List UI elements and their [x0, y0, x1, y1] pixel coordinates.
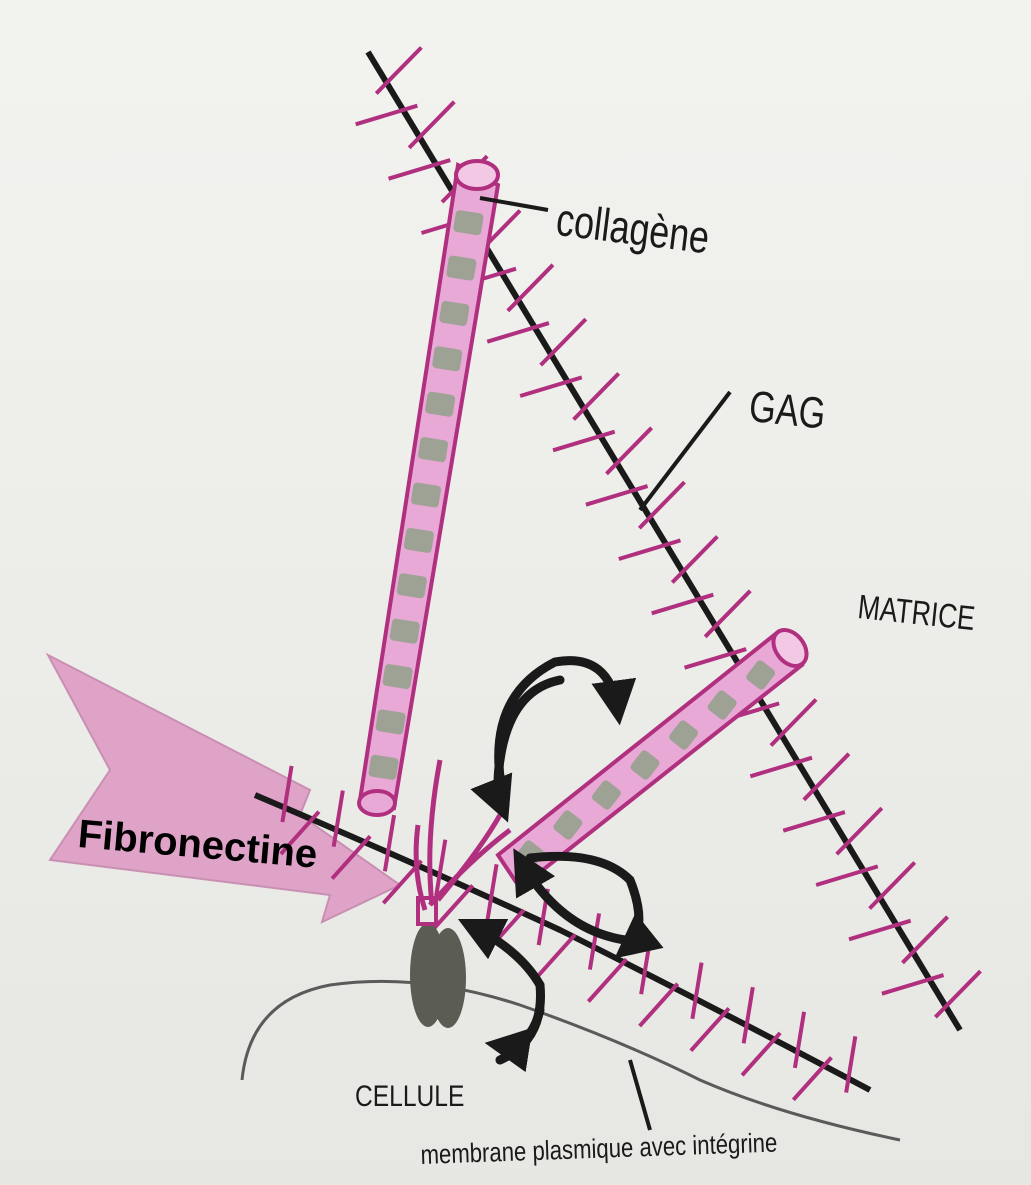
- collagen-band: [396, 573, 427, 599]
- gag-side-chain: [935, 971, 980, 1017]
- gag-side-chain: [837, 808, 882, 854]
- collagen-band: [446, 255, 477, 281]
- gag-label: GAG: [747, 382, 828, 440]
- gag-side-chain: [487, 864, 496, 920]
- gag-side-chain: [606, 428, 651, 474]
- collagen-band: [418, 437, 449, 463]
- gag-side-chain: [795, 1012, 804, 1068]
- collagen-band: [453, 210, 484, 236]
- gag-side-chain: [376, 47, 421, 93]
- gag-side-chain: [409, 102, 454, 148]
- gag-side-chain: [692, 963, 701, 1019]
- gag-side-chain: [588, 959, 626, 1001]
- gag-side-chain: [902, 917, 947, 963]
- gag-side-chain: [334, 791, 343, 847]
- gag-side-chain: [744, 987, 753, 1043]
- collagen-band: [389, 618, 420, 644]
- gag-side-chain: [771, 699, 816, 745]
- collagen-band: [432, 346, 463, 372]
- gag-side-chain: [691, 1008, 729, 1050]
- cell-membrane-outline: [242, 981, 900, 1140]
- fibronectin-arrow-shape: [48, 655, 400, 922]
- collagen-band: [439, 300, 470, 326]
- cell-label: CELLULE: [355, 1080, 464, 1114]
- gag-side-chain: [508, 265, 553, 311]
- gag-side-chain: [590, 913, 599, 969]
- collagen-band: [410, 482, 441, 508]
- collagen-fiber-tall: [359, 161, 498, 815]
- gag-side-chain: [641, 938, 650, 994]
- gag-side-chain: [793, 1058, 831, 1100]
- gag-side-chain: [541, 319, 586, 365]
- collagen-band: [368, 754, 399, 780]
- collagen-band: [382, 663, 413, 689]
- collagen-band: [425, 391, 456, 417]
- gag-side-chain: [385, 815, 394, 871]
- gag-side-chain: [537, 935, 575, 977]
- gag-side-chain: [705, 591, 750, 637]
- collagen-band: [403, 527, 434, 553]
- gag-side-chain: [804, 754, 849, 800]
- gag-side-chain: [870, 862, 915, 908]
- gag-side-chain: [742, 1033, 780, 1075]
- interaction-arrows: [470, 661, 639, 1060]
- collagen-band: [375, 709, 406, 735]
- gag-side-chain: [574, 373, 619, 419]
- gag-side-chain: [640, 984, 678, 1026]
- integrin-shape: [410, 898, 466, 1028]
- gag-side-chain: [672, 536, 717, 582]
